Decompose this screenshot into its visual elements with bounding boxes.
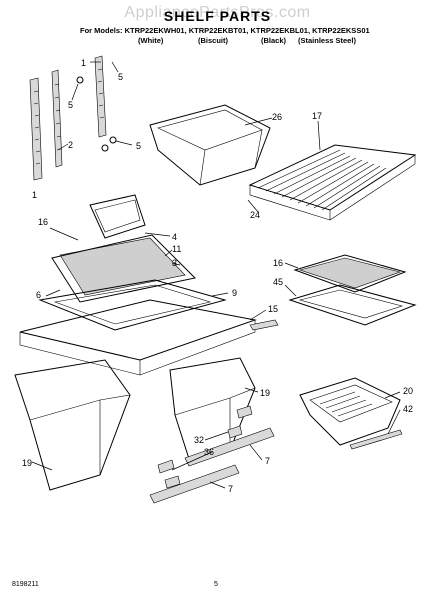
shelf-frame-9 (38, 279, 227, 331)
callout-17: 17 (312, 111, 322, 121)
screw-5a (76, 76, 84, 84)
shelf-frame-45 (288, 284, 417, 326)
callout-45: 45 (273, 277, 283, 287)
callout-11: 11 (172, 244, 181, 254)
callout-32: 32 (194, 435, 204, 445)
models-line: For Models: KTRP22EKWH01, KTRP22EKBT01, … (80, 26, 370, 35)
cover-bin-small (89, 194, 146, 239)
middle-rail (51, 69, 63, 168)
variant-biscuit: (Biscuit) (198, 36, 228, 45)
meat-drawer (299, 377, 401, 446)
callout-5c: 5 (136, 141, 141, 151)
callout-9: 9 (232, 288, 237, 298)
callout-4: 4 (172, 232, 177, 242)
crisper-rail-7b (149, 464, 240, 504)
screw-5c (101, 144, 109, 152)
drawer-rail-42 (349, 429, 403, 450)
variant-black: (Black) (261, 36, 287, 45)
right-rail (94, 55, 107, 138)
deli-bin (149, 104, 271, 186)
callout-20: 20 (403, 386, 413, 396)
page-title: SHELF PARTS (163, 8, 272, 24)
callout-7b: 7 (228, 484, 233, 494)
crisper-drawer-left (14, 359, 131, 491)
bracket-32b (236, 405, 253, 419)
callout-2: 2 (68, 140, 73, 150)
callout-7a: 7 (265, 456, 270, 466)
callout-6: 6 (36, 290, 41, 300)
callout-5a: 5 (118, 72, 123, 82)
callout-1b: 1 (32, 190, 37, 200)
watermark: AppliancePartsPros.com (124, 4, 311, 21)
footer-code: 8198211 (12, 581, 39, 588)
bracket-36b (164, 475, 181, 489)
callout-26: 26 (272, 112, 282, 122)
callout-numbers: 1 5 5 2 5 1 26 17 24 16 4 11 6 3 9 15 16… (22, 58, 413, 494)
callout-36: 36 (204, 447, 214, 457)
callout-5b: 5 (68, 100, 73, 110)
variant-white: (White) (138, 36, 164, 45)
leader-lines (31, 61, 401, 489)
callout-19b: 19 (22, 458, 32, 468)
callout-16a: 16 (38, 217, 48, 227)
left-rail (29, 77, 43, 181)
crisper-cover (19, 299, 279, 376)
screw-5b (109, 136, 117, 144)
callout-19a: 19 (260, 388, 270, 398)
callout-24: 24 (250, 210, 260, 220)
glass-shelf-right (293, 254, 407, 293)
glass-shelf-11 (51, 234, 197, 303)
wire-shelf (248, 144, 417, 221)
callout-15: 15 (268, 304, 278, 314)
bracket-32a (227, 425, 243, 439)
callout-42: 42 (403, 404, 413, 414)
callout-3: 3 (172, 258, 177, 268)
bracket-36a (157, 459, 175, 474)
variant-stainless: (Stainless Steel) (298, 36, 356, 45)
callout-1a: 1 (81, 58, 86, 68)
callout-16b: 16 (273, 258, 283, 268)
footer-page: 5 (214, 581, 218, 588)
